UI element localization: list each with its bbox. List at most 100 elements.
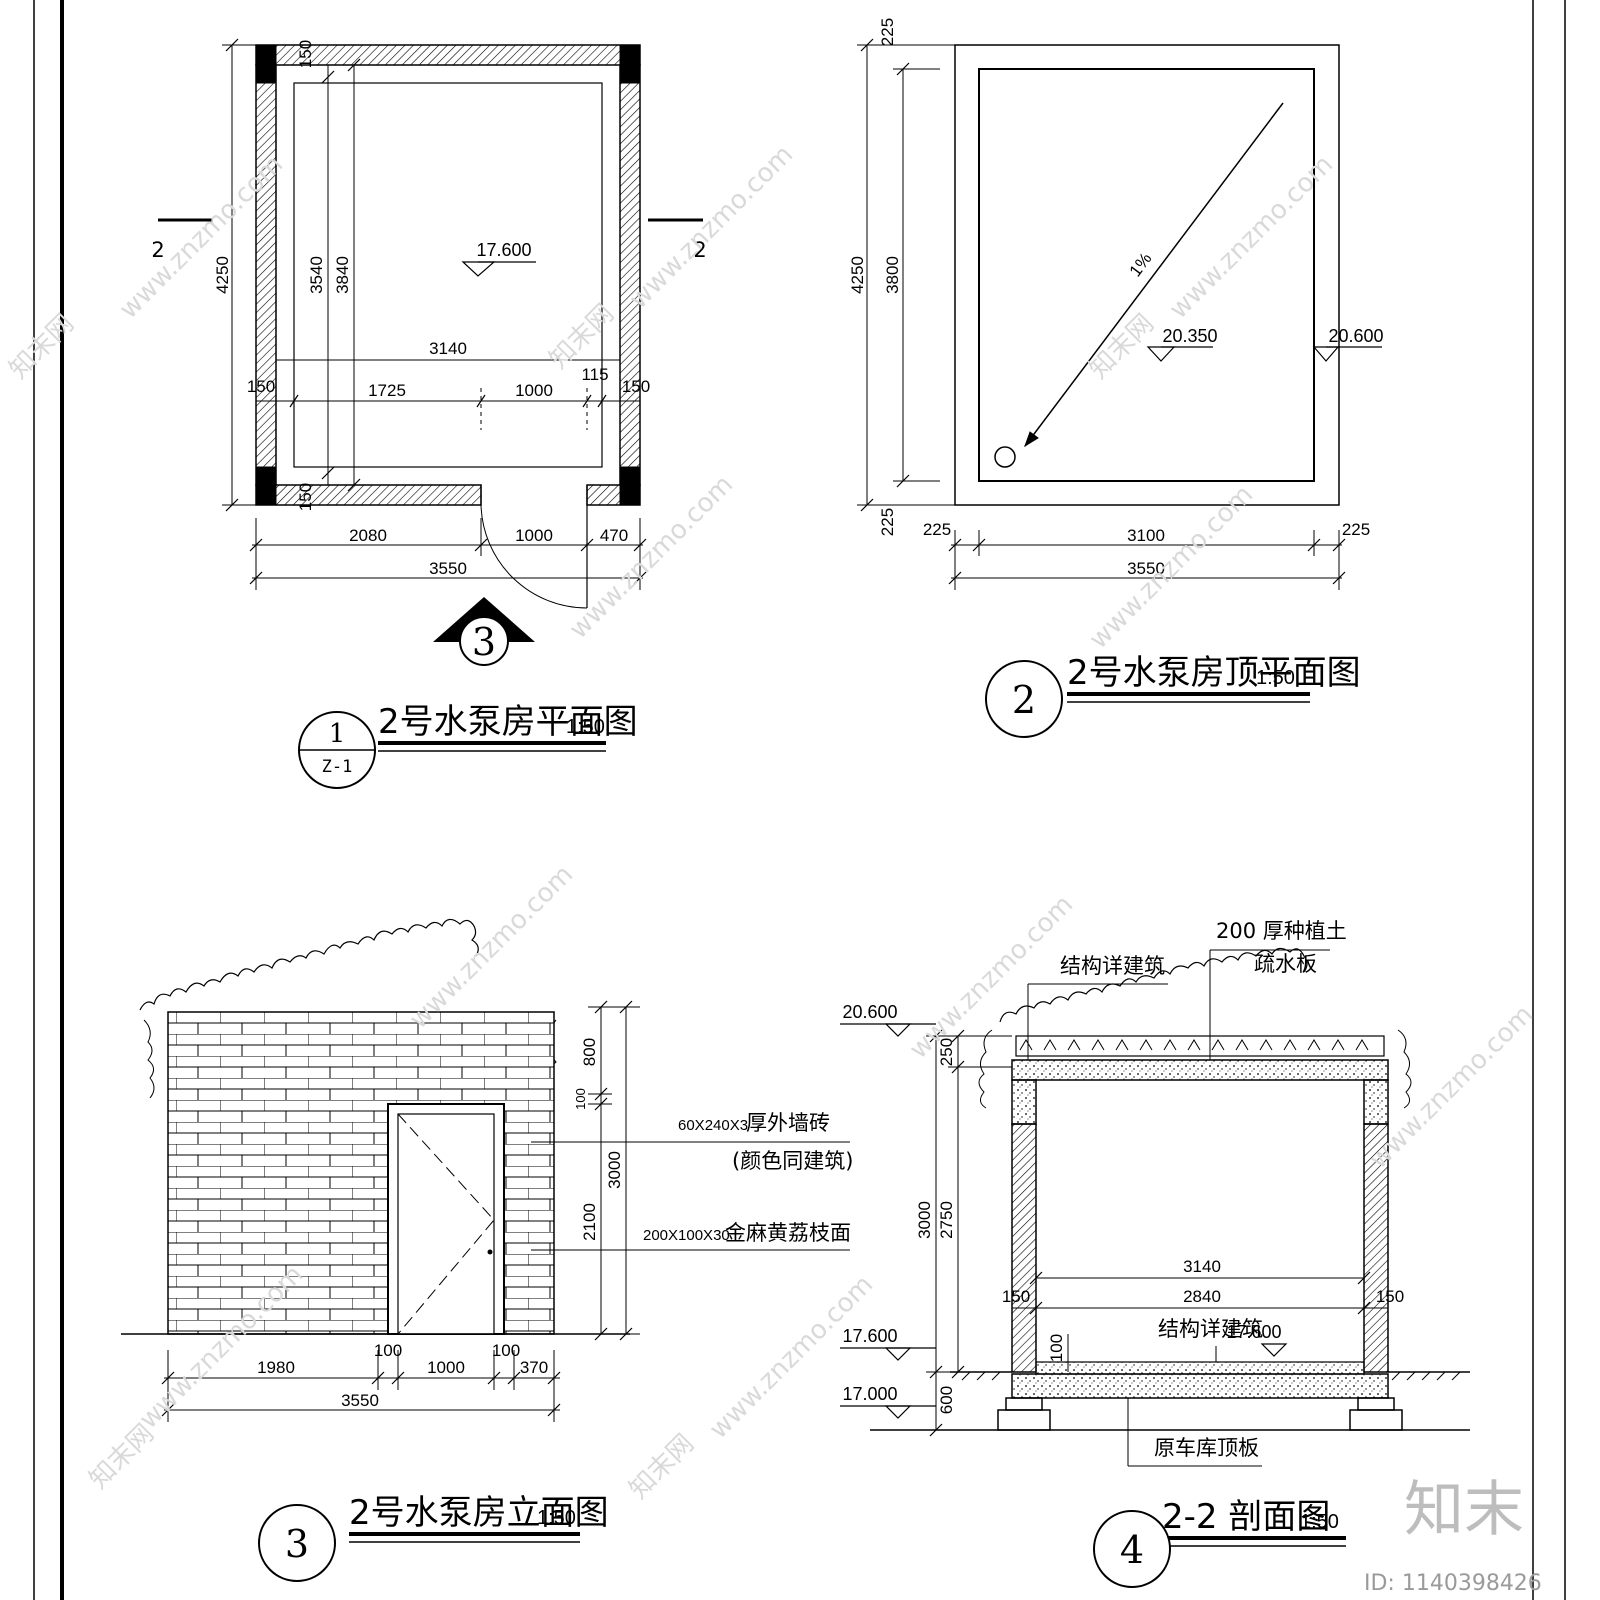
elevation-note-brick: 厚外墙砖 <box>746 1111 830 1135</box>
elevation-bubble-number: 3 <box>285 1522 309 1566</box>
watermark-site-7: www.znzmo.com <box>904 890 1079 1065</box>
roof-drawing <box>857 38 1382 590</box>
roof-dim-3100: 3100 <box>1127 526 1165 545</box>
plan-dim-2080: 2080 <box>349 526 387 545</box>
roof-level-inner: 20.350 <box>1162 326 1217 346</box>
plan-bubble-number: 1 <box>329 719 346 749</box>
section-roof-slab <box>1011 1059 1389 1081</box>
roof-dim-top-225: 225 <box>878 18 897 46</box>
elevation-dim-800: 800 <box>580 1038 599 1066</box>
roof-outline-inner <box>978 68 1315 482</box>
elevation-note-stone-spec: 200X100X30 <box>643 1227 730 1244</box>
roof-dim-3550: 3550 <box>1127 559 1165 578</box>
plan-view-mark-3: 3 <box>472 620 496 664</box>
section-wall-right <box>1363 1123 1389 1373</box>
elevation-dim-100a: 100 <box>374 1341 402 1360</box>
watermark-brand-5: 知末网 <box>624 1429 700 1505</box>
section-dim-600: 600 <box>937 1386 956 1414</box>
watermark-id: ID: 1140398426 <box>1364 1571 1542 1596</box>
section-dim-2840: 2840 <box>1183 1287 1221 1306</box>
elevation-dim-1000: 1000 <box>427 1358 465 1377</box>
elevation-note-brick-spec: 60X240X3 <box>678 1117 748 1134</box>
section-dim-3140: 3140 <box>1183 1257 1221 1276</box>
section-dim-left-150: 150 <box>1002 1287 1030 1306</box>
section-dim-100: 100 <box>1047 1334 1066 1362</box>
plan-drawing <box>158 38 703 666</box>
roof-drain-icon <box>994 446 1016 468</box>
plan-dim-right-150: 150 <box>622 377 650 396</box>
section-note-struct-floor: 结构详建筑 <box>1158 1317 1263 1341</box>
plan-title-bubble: 1 Z-1 <box>298 711 606 789</box>
plan-section-mark-left: 2 <box>151 238 164 262</box>
watermark-site-5: www.znzmo.com <box>1084 480 1259 655</box>
roof-level-outer: 20.600 <box>1328 326 1383 346</box>
roof-outline-outer <box>954 44 1340 506</box>
plan-title: 2号水泵房平面图 <box>378 702 638 742</box>
watermark-site-10: www.znzmo.com <box>1364 1000 1539 1175</box>
section-foundation <box>1011 1373 1389 1399</box>
plan-dim-3540: 3540 <box>307 256 326 294</box>
roof-dim-4250: 4250 <box>848 256 867 294</box>
watermark-brand-2: 知末网 <box>544 299 620 375</box>
elevation-texts: 800 100 3000 2100 60X240X3 厚外墙砖 (颜色同建筑) … <box>257 1038 853 1533</box>
section-floor-slab <box>1035 1361 1365 1375</box>
section-note-garage: 原车库顶板 <box>1154 1436 1259 1460</box>
roof-title-bubble: 2 <box>985 660 1310 738</box>
roof-dim-left-225: 225 <box>923 520 951 539</box>
section-wall-left <box>1011 1123 1037 1373</box>
sheet-frame <box>33 0 1566 1600</box>
elevation-dim-100b: 100 <box>492 1341 520 1360</box>
watermark-logo: 知末 <box>1404 1475 1524 1545</box>
plan-dim-top-150: 150 <box>296 40 315 68</box>
section-texts: 结构详建筑 200 厚种植土 疏水板 20.600 17.600 17.000 … <box>842 919 1404 1537</box>
section-level-bot: 17.000 <box>842 1384 897 1404</box>
plan-scale: 1:50 <box>566 716 605 738</box>
section-level-floor: 17.600 <box>1226 1322 1281 1342</box>
section-note-drain: 疏水板 <box>1254 952 1317 976</box>
watermark-site-3: www.znzmo.com <box>1164 150 1339 325</box>
section-title-bubble: 4 <box>1093 1510 1346 1588</box>
plan-dim-left-150: 150 <box>247 377 275 396</box>
plan-dim-115: 115 <box>581 365 608 384</box>
elevation-dim-370: 370 <box>520 1358 548 1377</box>
watermark-site-2: www.znzmo.com <box>624 140 799 315</box>
plan-dim-1000-inner: 1000 <box>515 381 553 400</box>
plan-dim-1000: 1000 <box>515 526 553 545</box>
watermark-brand-1: 知末网 <box>4 309 80 385</box>
plan-bubble-sheet: Z-1 <box>322 757 353 777</box>
plan-texts: 150 150 4250 3540 3840 3140 150 1725 100… <box>151 40 706 742</box>
watermark-brand-4: 知末网 <box>84 1419 160 1495</box>
section-dim-2750: 2750 <box>937 1201 956 1239</box>
roof-dim-right-225: 225 <box>1342 520 1370 539</box>
elevation-dim-100: 100 <box>573 1088 588 1110</box>
roof-bubble-number: 2 <box>1012 678 1036 722</box>
plan-wall-left <box>255 64 277 486</box>
plan-dim-3840: 3840 <box>333 256 352 294</box>
plan-dim-470: 470 <box>600 526 628 545</box>
section-note-soil: 200 厚种植土 <box>1216 919 1347 943</box>
section-note-struct-top: 结构详建筑 <box>1060 954 1165 978</box>
roof-dim-bottom-225: 225 <box>878 508 897 536</box>
roof-title: 2号水泵房顶平面图 <box>1067 653 1361 693</box>
plan-dim-1725: 1725 <box>368 381 406 400</box>
elevation-drawing <box>121 918 850 1422</box>
section-bubble-number: 4 <box>1120 1528 1144 1572</box>
section-dim-250: 250 <box>937 1038 956 1066</box>
plan-section-mark-right: 2 <box>693 238 706 262</box>
plan-wall-bottom-left <box>255 484 482 506</box>
elevation-dim-3550: 3550 <box>341 1391 379 1410</box>
elevation-note-stone: 金麻黄荔枝面 <box>725 1221 851 1245</box>
roof-scale: 1:50 <box>1256 667 1295 689</box>
elevation-dim-2100: 2100 <box>580 1203 599 1241</box>
plan-level-17600: 17.600 <box>476 240 531 260</box>
section-drawing <box>840 947 1470 1467</box>
elevation-foliage <box>139 918 479 1011</box>
roof-slope: 1% <box>1126 249 1156 280</box>
elevation-dim-3000: 3000 <box>605 1151 624 1189</box>
elevation-title-bubble: 3 <box>258 1504 580 1582</box>
section-level-mid: 17.600 <box>842 1326 897 1346</box>
watermark-site-6: www.znzmo.com <box>404 860 579 1035</box>
section-dim-right-150: 150 <box>1376 1287 1404 1306</box>
plan-dim-bottom-150: 150 <box>296 483 315 511</box>
